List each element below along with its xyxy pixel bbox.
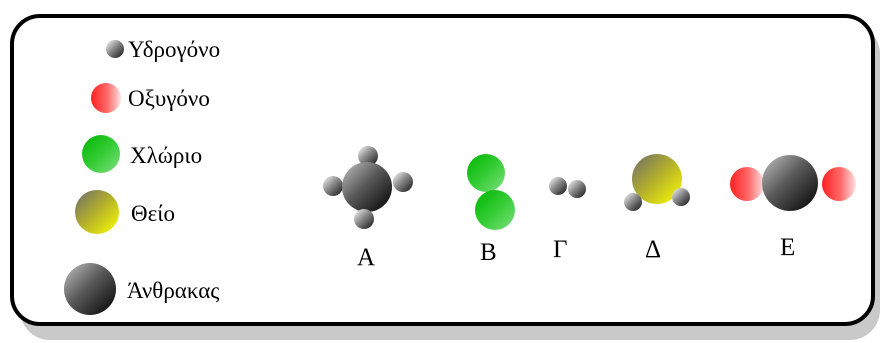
atom-hydrogen: [672, 188, 690, 206]
atom-carbon: [342, 162, 392, 212]
legend-chlorine-atom: [82, 135, 120, 173]
legend-label-chlorine: Χλώριο: [130, 143, 203, 168]
molecule-label-a: Α: [357, 244, 376, 271]
legend-sulfur-atom: [75, 190, 119, 234]
atom-hydrogen: [393, 172, 413, 192]
legend-label-hydrogen: Υδρογόνο: [128, 37, 221, 62]
molecule-label-b: Β: [480, 239, 497, 266]
atom-hydrogen: [624, 193, 642, 211]
molecule-a: [323, 146, 413, 229]
molecule-label-g: Γ: [553, 236, 568, 263]
molecule-d: [624, 154, 690, 211]
atom-hydrogen: [549, 177, 567, 195]
atom-hydrogen: [358, 146, 378, 166]
atom-hydrogen: [354, 209, 374, 229]
legend-oxygen-atom: [91, 83, 121, 113]
atom-hydrogen: [323, 176, 343, 196]
atom-chlorine: [467, 154, 505, 192]
legend-label-carbon: Άνθρακας: [127, 278, 220, 303]
molecule-b: [467, 154, 515, 230]
atom-carbon: [762, 155, 818, 211]
atom-chlorine: [475, 190, 515, 230]
molecule-g: [549, 177, 586, 198]
molecule-label-d: Δ: [645, 236, 662, 263]
atom-oxygen: [730, 167, 764, 201]
legend-carbon-atom: [64, 263, 116, 315]
atom-oxygen: [822, 167, 856, 201]
legend-hydrogen-atom: [106, 40, 124, 58]
atom-sulfur: [632, 154, 682, 204]
molecule-e: [730, 155, 856, 211]
diagram-panel: [10, 14, 875, 326]
atom-hydrogen: [568, 180, 586, 198]
legend-label-sulfur: Θείο: [131, 201, 175, 226]
legend-label-oxygen: Οξυγόνο: [128, 86, 210, 111]
molecule-label-e: Ε: [780, 234, 796, 261]
